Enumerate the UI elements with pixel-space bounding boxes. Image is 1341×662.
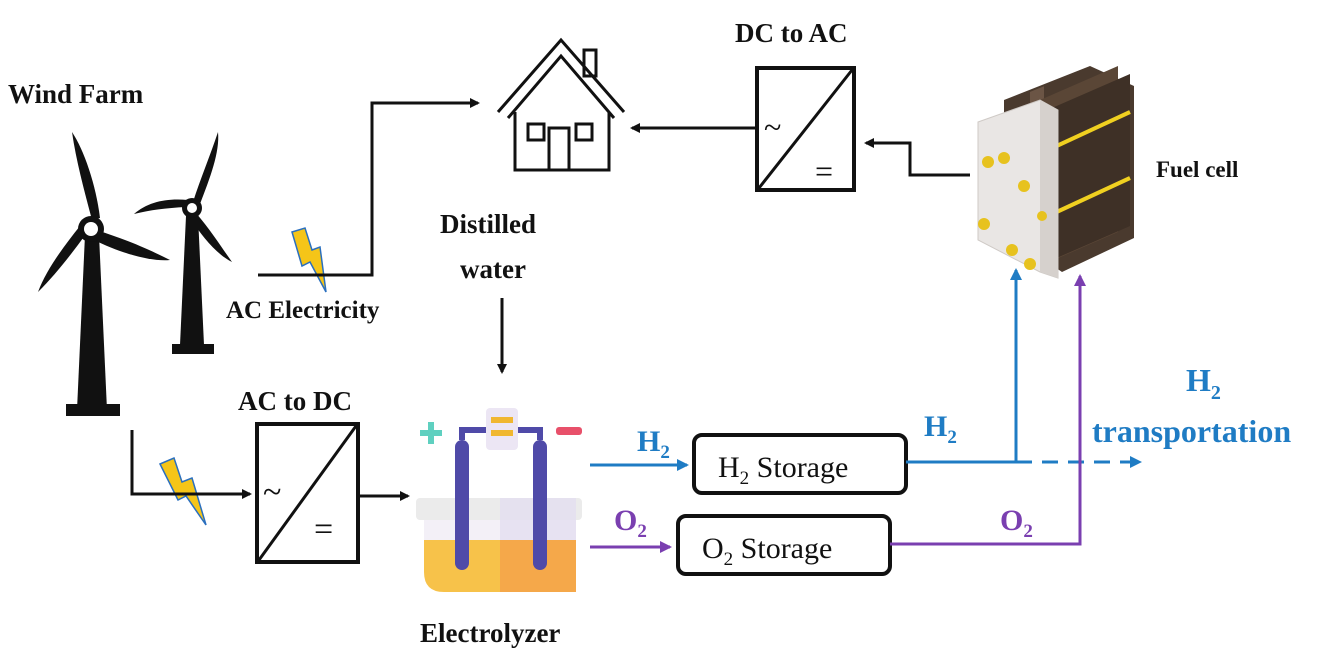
wind-turbine-large-icon <box>38 132 170 416</box>
lightning-bolt-icon <box>291 227 327 293</box>
house-icon <box>496 37 626 172</box>
fuel-cell-to-converter-arrow <box>864 138 970 177</box>
h2-transport-label-line2: transportation <box>1092 413 1291 449</box>
ac-to-dc-label: AC to DC <box>238 386 352 416</box>
h2-storage-box: H2 Storage <box>692 433 908 495</box>
o2-out-label: O2 <box>614 504 647 542</box>
electrolyzer-label: Electrolyzer <box>420 618 560 648</box>
svg-text:H2 Storage: H2 Storage <box>718 451 848 489</box>
converter-ac-symbol: ~ <box>263 474 281 511</box>
dc-to-ac-label: DC to AC <box>735 18 848 48</box>
electrolyzer-icon <box>416 408 582 592</box>
ac-electricity-to-house-arrow <box>258 98 480 277</box>
ac-electricity-label: AC Electricity <box>226 297 380 324</box>
converter-ac-symbol: ~ <box>764 109 781 145</box>
converter-dc-symbol: = <box>314 511 333 548</box>
fuel-cell-icon <box>977 66 1134 279</box>
h2-transport-label-line1: H2 <box>1186 362 1221 404</box>
h2-to-fc-label: H2 <box>924 410 957 448</box>
svg-text:O2 Storage: O2 Storage <box>702 532 832 570</box>
o2-to-fuel-cell-arrow <box>890 274 1086 546</box>
converter-dc-symbol: = <box>815 153 833 189</box>
wind-turbine-small-icon <box>134 132 232 354</box>
h2-out-label: H2 <box>637 425 670 463</box>
wind-to-ac-dc-arrow <box>130 430 252 499</box>
ac-to-dc-converter-box: ~ = <box>255 422 360 564</box>
wind-farm-label: Wind Farm <box>8 79 144 109</box>
o2-storage-box: O2 Storage <box>676 514 892 576</box>
distilled-water-label-line1: Distilled <box>440 209 536 239</box>
distilled-water-label-line2: water <box>460 254 526 284</box>
o2-to-fc-label: O2 <box>1000 504 1033 542</box>
lightning-bolt-icon <box>158 456 207 526</box>
fuel-cell-label: Fuel cell <box>1156 157 1238 182</box>
dc-to-ac-converter-box: ~ = <box>755 66 856 192</box>
